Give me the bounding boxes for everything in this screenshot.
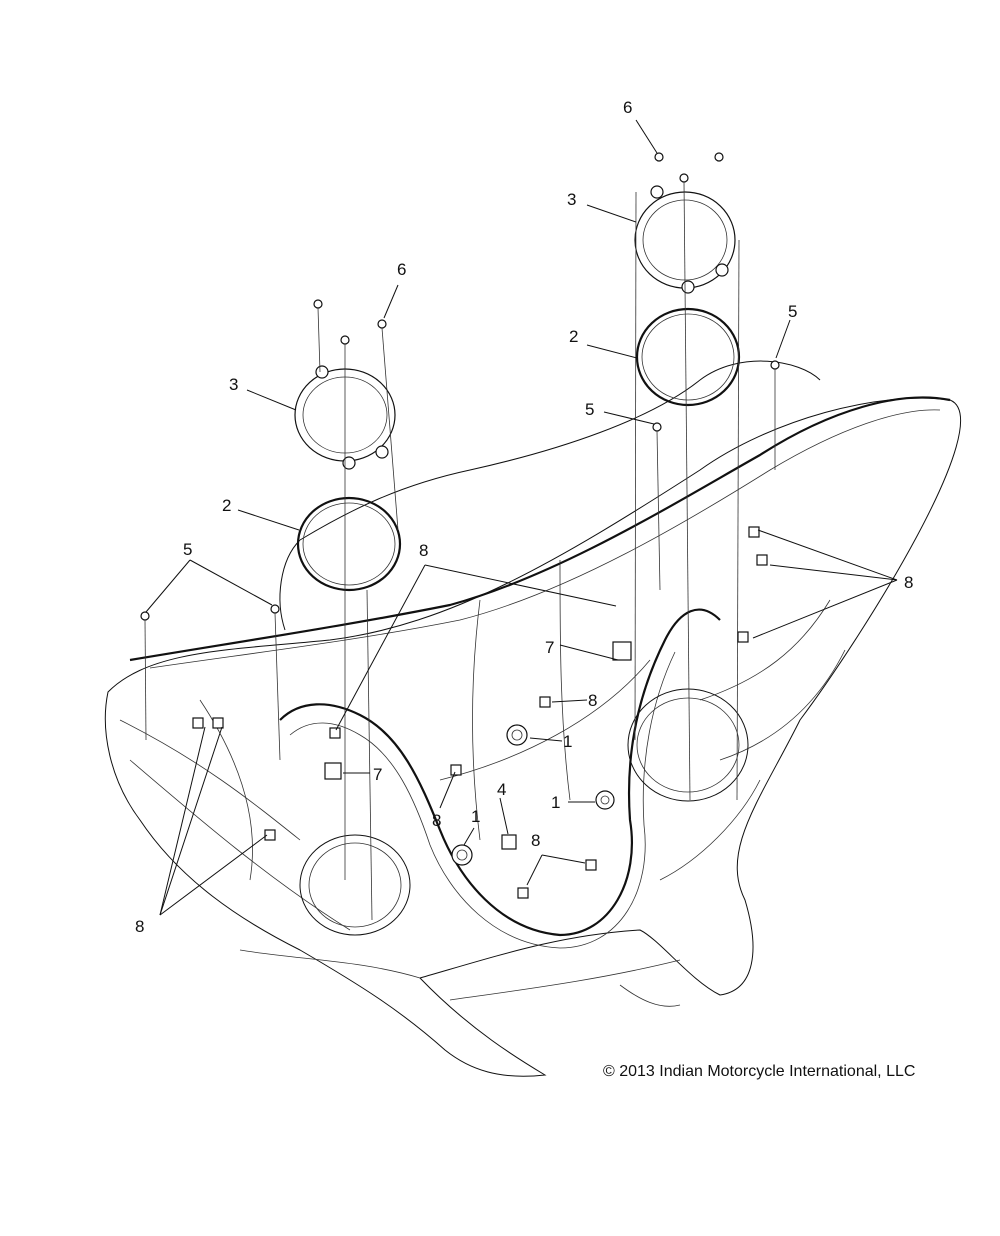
speed-nuts — [192, 526, 768, 899]
callout-8: 8 — [531, 831, 540, 850]
callout-7: 7 — [373, 765, 382, 784]
callout-2: 2 — [569, 327, 578, 346]
callout-5: 5 — [788, 302, 797, 321]
speaker-gasket-right — [635, 307, 741, 407]
speaker-gasket-left — [296, 496, 402, 592]
callout-8: 8 — [419, 541, 428, 560]
callout-6: 6 — [397, 260, 406, 279]
callouts: 6 3 2 5 5 6 3 2 5 8 8 7 8 1 7 8 4 1 1 8 … — [135, 98, 913, 936]
callout-7: 7 — [545, 638, 554, 657]
leader-lines — [145, 119, 898, 916]
callout-1: 1 — [471, 807, 480, 826]
callout-8: 8 — [432, 811, 441, 830]
callout-8: 8 — [904, 573, 913, 592]
callout-8: 8 — [588, 691, 597, 710]
grommets — [451, 724, 615, 866]
callout-5: 5 — [183, 540, 192, 559]
nut — [501, 834, 517, 850]
callout-3: 3 — [567, 190, 576, 209]
speaker-bezel-right — [634, 185, 736, 294]
speaker-opening-right — [627, 688, 749, 802]
screws-left — [313, 299, 399, 921]
callout-1: 1 — [551, 793, 560, 812]
callout-1: 1 — [563, 732, 572, 751]
well-nuts — [140, 360, 780, 761]
callout-8: 8 — [135, 917, 144, 936]
callout-5: 5 — [585, 400, 594, 419]
copyright-notice: © 2013 Indian Motorcycle International, … — [603, 1063, 915, 1080]
fairing-body — [104, 360, 962, 1077]
speaker-opening-left — [299, 834, 411, 936]
callout-3: 3 — [229, 375, 238, 394]
callout-4: 4 — [497, 780, 506, 799]
screws-right — [634, 152, 740, 801]
callout-6: 6 — [623, 98, 632, 117]
callout-2: 2 — [222, 496, 231, 515]
clips — [324, 641, 632, 780]
